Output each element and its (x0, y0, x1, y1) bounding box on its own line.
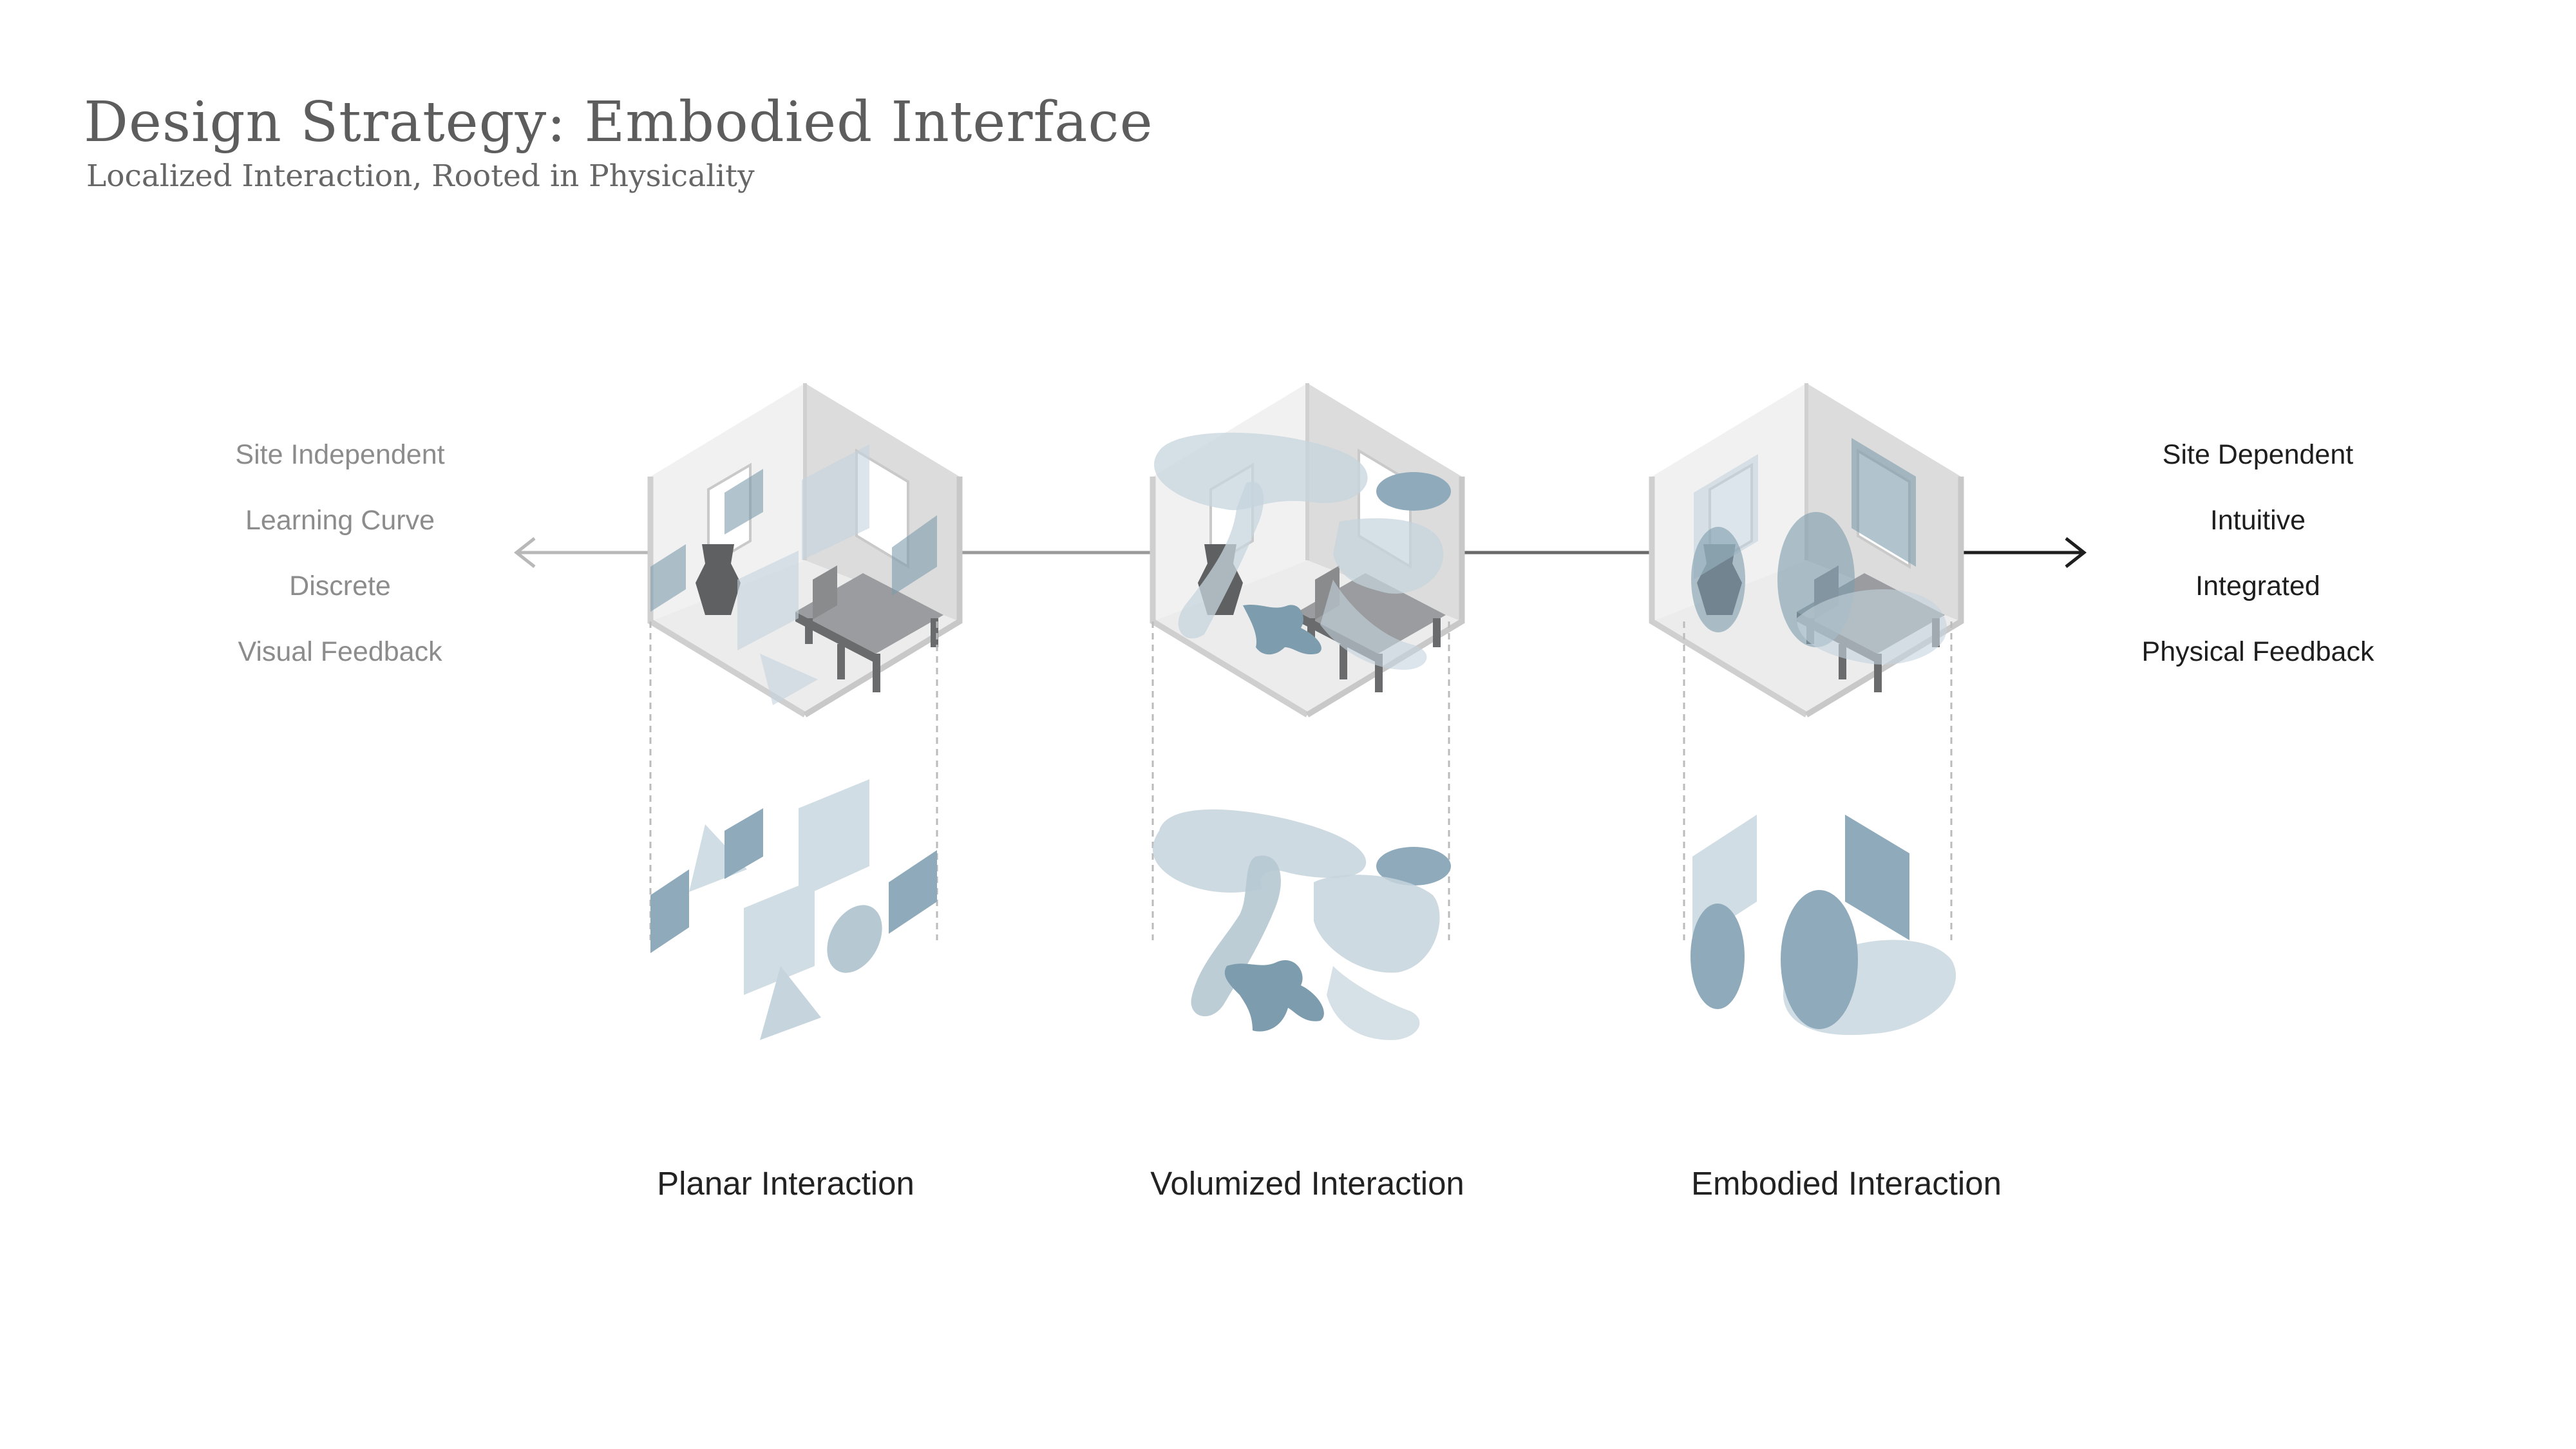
left-attribute-4: Visual Feedback (238, 636, 442, 667)
right-attribute-1: Site Dependent (2162, 439, 2354, 470)
planar-overlays (650, 779, 937, 1040)
page-subtitle: Localized Interaction, Rooted in Physica… (86, 158, 755, 194)
stage-label-volumized: Volumized Interaction (1150, 1165, 1464, 1202)
volumized-overlays (1153, 809, 1451, 1040)
stage-label-planar: Planar Interaction (657, 1165, 914, 1202)
stage-volumized: Volumized Interaction (1150, 383, 1465, 1202)
arrow-right-icon (2065, 537, 2087, 568)
right-attribute-2: Intuitive (2210, 505, 2306, 536)
right-attribute-3: Integrated (2195, 571, 2320, 601)
stage-planar: Planar Interaction (647, 383, 963, 1202)
embodied-overlays (1690, 815, 1956, 1036)
stage-embodied: Embodied Interaction (1649, 383, 2002, 1202)
left-attribute-2: Learning Curve (245, 505, 435, 536)
page-title: Design Strategy: Embodied Interface (84, 90, 1153, 155)
spectrum-axis (513, 537, 2087, 568)
planar-overlays-in-room (650, 444, 937, 705)
volumized-overlays-in-room (1154, 432, 1451, 670)
embodied-overlays-in-room (1691, 438, 1947, 665)
left-attribute-3: Discrete (289, 571, 391, 601)
left-attribute-1: Site Independent (235, 439, 445, 470)
right-attribute-4: Physical Feedback (2141, 636, 2374, 667)
furniture-planar (696, 544, 943, 692)
stage-label-embodied: Embodied Interaction (1691, 1165, 2002, 1202)
arrow-left-icon (513, 537, 536, 568)
